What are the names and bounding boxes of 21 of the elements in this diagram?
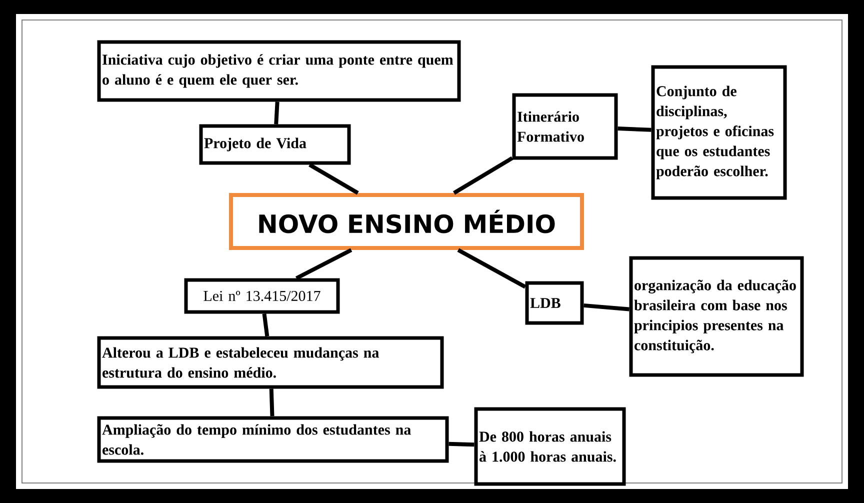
concept-box: Alterou a LDB e estabeleceu mudanças na estrutura do ensino médio. bbox=[97, 336, 444, 389]
concept-box: Ampliação do tempo mínimo dos estudantes na escola. bbox=[97, 416, 449, 463]
connector-line bbox=[269, 388, 274, 416]
connector-line bbox=[308, 163, 359, 195]
connector-line bbox=[618, 126, 652, 132]
concept-box: Iniciativa cujo objetivo é criar uma ponte entre quem o aluno é e quem ele quer ser. bbox=[97, 40, 461, 102]
connector-line bbox=[296, 248, 352, 280]
concept-box: organização da educação brasileira com base nos principios presentes na constituição. bbox=[629, 256, 804, 377]
concept-box: Lei nº 13.415/2017 bbox=[184, 278, 340, 314]
connector-line bbox=[262, 314, 270, 336]
concept-box: LDB bbox=[525, 281, 584, 325]
concept-box: Itinerário Formativo bbox=[512, 93, 618, 160]
connector-line bbox=[584, 303, 630, 312]
title-box: NOVO ENSINO MÉDIO bbox=[229, 193, 584, 250]
connector-line bbox=[452, 156, 514, 195]
connector-line bbox=[274, 102, 280, 124]
connector-line bbox=[448, 442, 474, 447]
concept-box: Conjunto de disciplinas, projetos e oficinas que os estudantes poderão escolher. bbox=[651, 65, 787, 200]
concept-box: Projeto de Vida bbox=[199, 124, 351, 165]
connector-line bbox=[457, 248, 526, 289]
concept-box: De 800 horas anuais à 1.000 horas anuais. bbox=[474, 407, 626, 486]
